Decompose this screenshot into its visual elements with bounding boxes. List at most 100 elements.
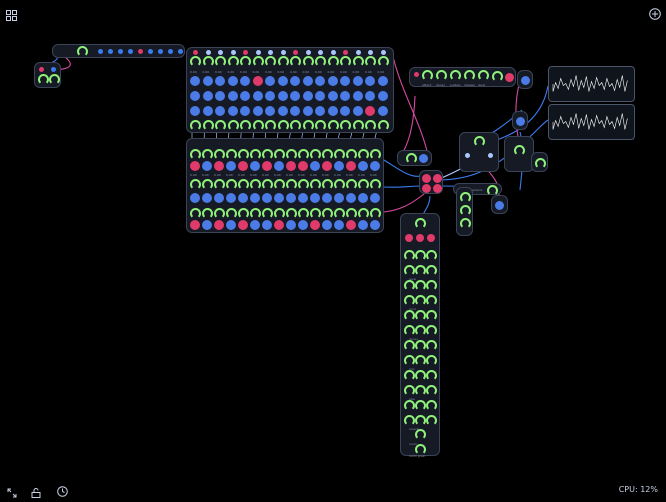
env-knob[interactable] (460, 205, 471, 216)
output-jack[interactable] (495, 201, 504, 210)
fx-knob[interactable] (426, 400, 437, 411)
mixer-module-2[interactable] (504, 136, 534, 172)
step-knob[interactable] (262, 149, 273, 160)
seq-jack[interactable] (318, 50, 323, 55)
step-button[interactable] (298, 193, 308, 203)
synth-knob[interactable] (450, 70, 461, 81)
step-button[interactable] (290, 76, 300, 86)
mix-knob[interactable] (514, 145, 525, 156)
step-button[interactable] (226, 193, 236, 203)
clock-jack[interactable] (98, 49, 103, 54)
step-button[interactable] (290, 106, 300, 116)
step-button[interactable] (226, 161, 236, 171)
fx-knob[interactable] (415, 340, 426, 351)
step-knob[interactable] (250, 179, 261, 190)
seq-jack[interactable] (330, 50, 336, 55)
step-button[interactable] (262, 161, 272, 171)
step-button[interactable] (334, 193, 344, 203)
step-button[interactable] (302, 106, 313, 116)
step-knob[interactable] (298, 149, 309, 160)
output-module-1[interactable] (517, 70, 533, 89)
step-button[interactable] (277, 106, 288, 116)
step-button[interactable] (274, 220, 284, 230)
step-knob[interactable] (262, 179, 273, 190)
seq-jack[interactable] (293, 50, 298, 55)
step-knob[interactable] (310, 149, 321, 160)
fx-knob[interactable] (415, 280, 426, 291)
step-button[interactable] (265, 106, 275, 116)
step-button[interactable] (322, 220, 332, 230)
step-knob[interactable] (365, 56, 376, 67)
step-knob[interactable] (322, 149, 333, 160)
step-button[interactable] (240, 91, 250, 101)
step-button[interactable] (250, 161, 260, 171)
step-button[interactable] (215, 76, 225, 86)
step-button[interactable] (274, 161, 284, 171)
step-button[interactable] (238, 220, 248, 230)
step-knob[interactable] (340, 56, 351, 67)
jack[interactable] (488, 153, 493, 158)
step-button[interactable] (340, 76, 350, 86)
level-knob[interactable] (535, 158, 546, 169)
patch-cable[interactable] (383, 159, 422, 177)
step-knob[interactable] (370, 149, 381, 160)
mixer-module[interactable] (459, 132, 499, 172)
step-knob[interactable] (214, 149, 225, 160)
seq-jack[interactable] (243, 50, 248, 55)
step-button[interactable] (310, 161, 320, 171)
step-knob[interactable] (202, 179, 213, 190)
output-jack[interactable] (521, 76, 530, 85)
step-button[interactable] (214, 220, 224, 230)
step-button[interactable] (238, 161, 248, 171)
step-button[interactable] (358, 220, 368, 230)
seq-jack[interactable] (255, 50, 261, 55)
step-button[interactable] (240, 76, 250, 86)
seq-jack[interactable] (205, 50, 211, 55)
step-button[interactable] (240, 106, 250, 116)
patch-cable[interactable] (383, 185, 422, 188)
step-knob[interactable] (190, 208, 201, 219)
filter-module[interactable] (397, 150, 432, 166)
seq-jack[interactable] (193, 50, 198, 55)
output-module-3[interactable] (491, 195, 508, 214)
output-jack[interactable] (516, 117, 525, 126)
step-button[interactable] (214, 193, 224, 203)
step-knob[interactable] (214, 179, 225, 190)
step-knob[interactable] (214, 208, 225, 219)
step-knob[interactable] (377, 56, 389, 67)
seq-jack[interactable] (380, 50, 386, 55)
step-button[interactable] (334, 161, 344, 171)
step-knob[interactable] (286, 149, 297, 160)
add-icon[interactable] (649, 5, 661, 20)
step-button[interactable] (377, 106, 388, 116)
fx-knob[interactable] (415, 218, 426, 229)
filter-button[interactable] (419, 154, 428, 163)
step-knob[interactable] (265, 56, 276, 67)
synth-knob[interactable] (422, 70, 433, 81)
step-button[interactable] (277, 91, 288, 101)
fx-knob[interactable] (404, 310, 415, 321)
step-knob[interactable] (290, 120, 301, 131)
clock-jack[interactable] (138, 49, 143, 54)
step-button[interactable] (214, 161, 224, 171)
fx-knob[interactable] (415, 415, 426, 426)
step-button[interactable] (327, 91, 338, 101)
step-button[interactable] (252, 76, 263, 86)
step-button[interactable] (227, 76, 238, 86)
envelope-module[interactable] (456, 187, 473, 236)
fx-knob[interactable] (404, 295, 415, 306)
env-knob[interactable] (460, 218, 471, 229)
synth-knob[interactable] (478, 70, 489, 81)
env-knob[interactable] (460, 192, 471, 203)
step-button[interactable] (215, 106, 225, 116)
step-knob[interactable] (226, 208, 237, 219)
step-button[interactable] (286, 161, 296, 171)
level-knob[interactable] (492, 71, 503, 82)
step-knob[interactable] (286, 208, 297, 219)
step-button[interactable] (190, 91, 200, 101)
fx-knob[interactable] (426, 325, 437, 336)
jack[interactable] (414, 72, 419, 77)
fx-knob[interactable] (415, 310, 426, 321)
fx-knob[interactable] (426, 265, 437, 276)
step-knob[interactable] (190, 56, 201, 67)
